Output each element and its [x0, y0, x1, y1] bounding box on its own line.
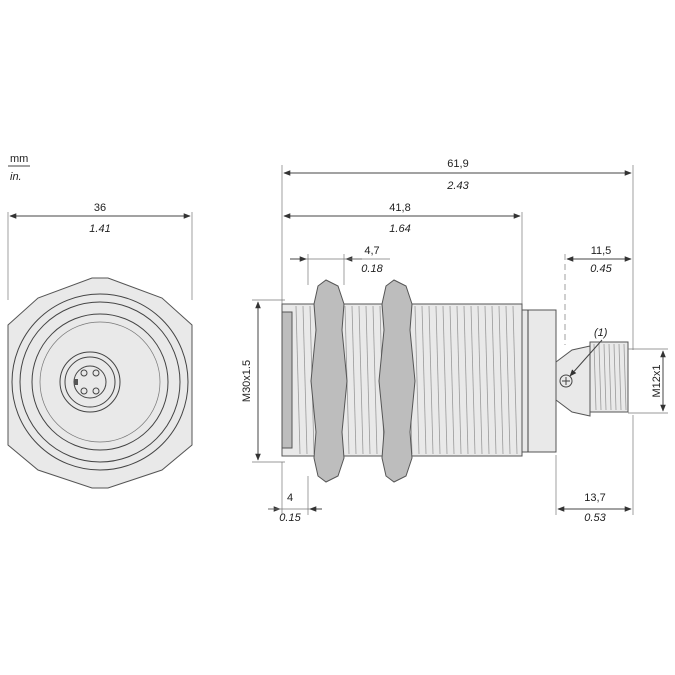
connector-thread-line — [613, 343, 617, 411]
thread-line — [435, 305, 441, 455]
thread-main-label: M30x1.5 — [241, 360, 253, 402]
connector-length-in: 0.45 — [590, 263, 612, 275]
callout-leader — [569, 339, 603, 377]
callout-label: (1) — [594, 327, 608, 339]
front-view: 36 1.41 — [7, 202, 193, 489]
overall-length-mm: 61,9 — [447, 158, 468, 170]
front-pin-2 — [92, 369, 100, 377]
thread-line — [498, 305, 504, 455]
connector-thread-line — [598, 343, 602, 411]
connector-length-mm: 11,5 — [591, 245, 612, 257]
connector-thread-line — [623, 343, 627, 411]
front-connector-face — [59, 351, 121, 413]
thread-line — [442, 305, 448, 455]
front-key — [74, 379, 78, 385]
thread-line — [428, 305, 434, 455]
body-length-in: 1.64 — [389, 223, 410, 235]
thread-line — [477, 305, 483, 455]
thread-line — [421, 305, 427, 455]
thread-line — [491, 305, 497, 455]
thread-line — [512, 305, 518, 455]
tail-length-mm: 13,7 — [584, 492, 605, 504]
front-outer-ring — [11, 293, 189, 471]
thread-line — [470, 305, 476, 455]
front-pin-3 — [80, 387, 88, 395]
front-ring-2 — [19, 301, 181, 463]
nut-thickness-in: 0.15 — [279, 512, 301, 524]
front-hex-nut — [7, 277, 193, 489]
front-pin-4 — [92, 387, 100, 395]
overall-length-in: 2.43 — [446, 180, 469, 192]
connector-thread-line — [603, 343, 607, 411]
unit-mm: mm — [10, 153, 28, 165]
connector-screw — [559, 374, 573, 388]
side-view: 61,9 2.43 41,8 1.64 4,7 0.18 11,5 0.45 M… — [241, 158, 668, 524]
thread-line — [414, 305, 420, 455]
thread-line — [302, 305, 308, 455]
connector-thread-line — [618, 343, 622, 411]
thread-line — [484, 305, 490, 455]
connector-threads — [593, 343, 627, 411]
units-legend: mm in. — [8, 153, 30, 183]
connector-neck — [555, 345, 591, 417]
nut-width-in: 0.18 — [361, 263, 383, 275]
tail-length-in: 0.53 — [584, 512, 606, 524]
thread-line — [463, 305, 469, 455]
front-width-in: 1.41 — [89, 223, 110, 235]
thread-connector-label: M12x1 — [651, 364, 663, 397]
thread-line — [351, 305, 357, 455]
connector-thread-line — [608, 343, 612, 411]
front-pin-1 — [80, 369, 88, 377]
unit-inch: in. — [10, 171, 22, 183]
body-length-mm: 41,8 — [389, 202, 410, 214]
front-ring-4 — [39, 321, 161, 443]
nut-thickness-mm: 4 — [287, 492, 293, 504]
body-collar — [521, 309, 557, 453]
thread-line — [505, 305, 511, 455]
thread-line — [295, 305, 301, 455]
thread-line — [372, 305, 378, 455]
nut-1 — [310, 279, 348, 483]
front-connector-inner — [64, 356, 116, 408]
nut-width-mm: 4,7 — [364, 245, 379, 257]
thread-line — [449, 305, 455, 455]
body-face — [281, 311, 293, 449]
front-width-mm: 36 — [94, 202, 106, 214]
connector-thread-line — [593, 343, 597, 411]
nut-2 — [378, 279, 416, 483]
thread-line — [365, 305, 371, 455]
thread-line — [456, 305, 462, 455]
front-ring-3 — [31, 313, 169, 451]
thread-line — [358, 305, 364, 455]
